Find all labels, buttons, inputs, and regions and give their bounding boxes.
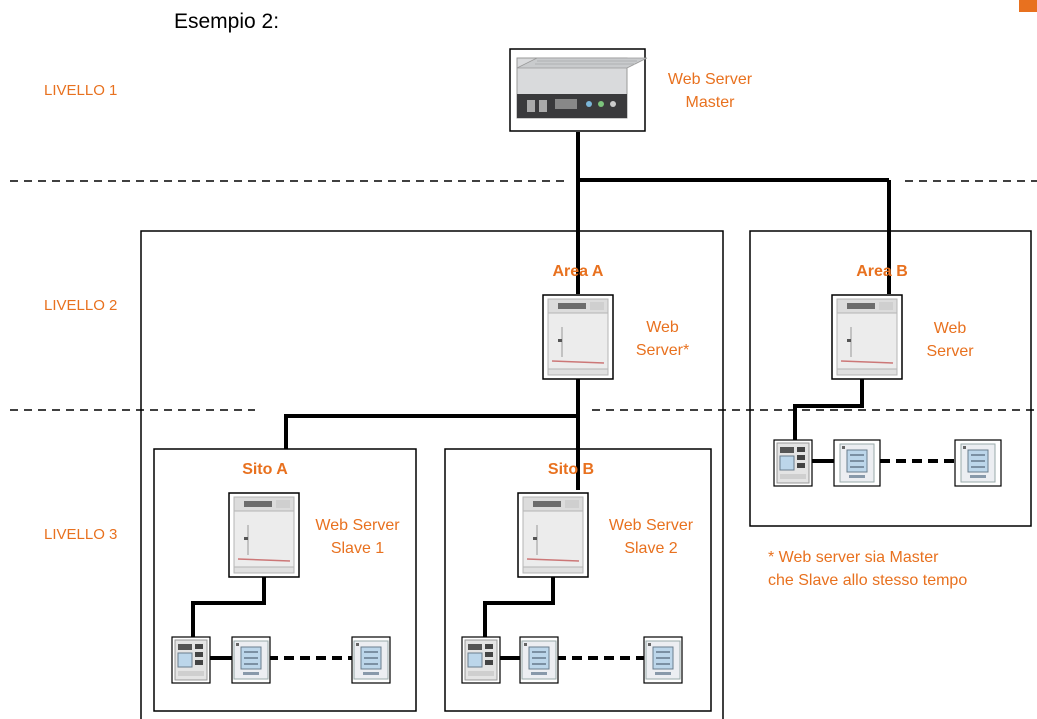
web-server-device-icon bbox=[518, 493, 588, 577]
level-1-label: LIVELLO 1 bbox=[44, 82, 118, 99]
area-a-label-line2: Server* bbox=[635, 342, 690, 359]
sito-a-server-label: Web Server Slave 1 bbox=[305, 514, 410, 560]
area-a-server-label: Web Server* bbox=[620, 316, 705, 362]
web-server-device-icon bbox=[229, 493, 299, 577]
sito-a-title: Sito A bbox=[242, 461, 288, 478]
footnote: * Web server sia Master che Slave allo s… bbox=[768, 546, 967, 592]
page-title: Esempio 2: bbox=[174, 10, 280, 33]
sito-b-server-label: Web Server Slave 2 bbox=[596, 514, 706, 560]
sito-b-label-line1: Web Server bbox=[608, 517, 694, 534]
sito-a-label-line2: Slave 1 bbox=[330, 540, 385, 557]
sito-b-label-line2: Slave 2 bbox=[624, 540, 678, 557]
level-2-label: LIVELLO 2 bbox=[44, 297, 118, 314]
sito-b-title: Sito B bbox=[547, 461, 595, 478]
level-3-label: LIVELLO 3 bbox=[44, 526, 118, 543]
area-b-label-line2: Server bbox=[926, 343, 974, 360]
sito-a-label-line1: Web Server bbox=[315, 517, 400, 534]
area-b-title: Area B bbox=[856, 263, 908, 280]
area-a-label-line1: Web bbox=[646, 319, 679, 336]
footnote-line2: che Slave allo stesso tempo bbox=[768, 572, 968, 589]
area-b-label-line1: Web bbox=[933, 320, 967, 337]
area-b-server-label: Web Server bbox=[908, 317, 992, 363]
web-server-device-icon bbox=[543, 295, 613, 379]
area-a-title: Area A bbox=[552, 263, 604, 280]
master-label-line2: Master bbox=[685, 94, 735, 111]
master-label: Web Server Master bbox=[655, 68, 765, 114]
corner-accent bbox=[1019, 0, 1037, 12]
web-server-device-icon bbox=[832, 295, 902, 379]
footnote-line1: * Web server sia Master bbox=[768, 549, 939, 566]
industrial-pc-icon bbox=[510, 49, 645, 131]
master-label-line1: Web Server bbox=[667, 71, 753, 88]
